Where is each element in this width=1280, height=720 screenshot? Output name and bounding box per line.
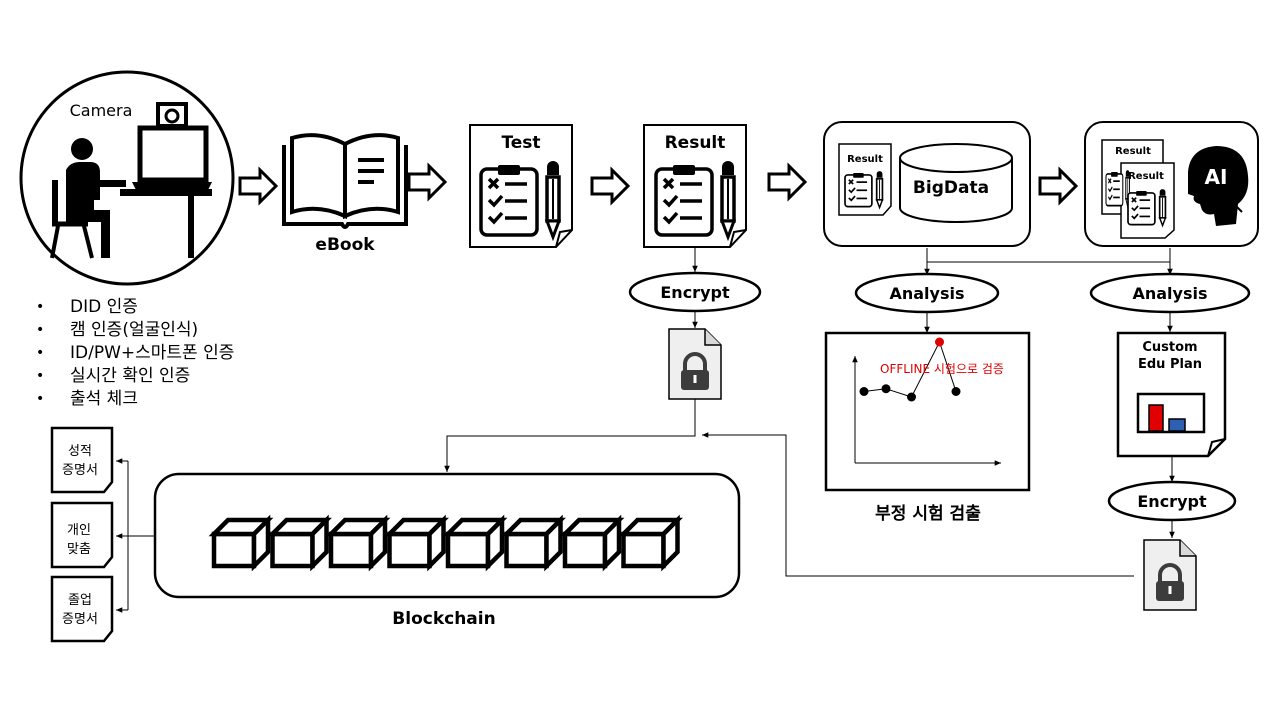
certificate-custom: [50, 501, 114, 569]
certificate-graduation: [50, 575, 114, 643]
result-document: [643, 124, 747, 248]
bigdata-result-icon: [844, 170, 884, 209]
ebook-icon: [282, 133, 408, 229]
encrypt-right-node: [1107, 480, 1237, 522]
ai-result-back-icon: [1105, 169, 1131, 208]
analysis-left-node: [854, 272, 1000, 314]
ai-head-icon: [1188, 146, 1249, 226]
custom-edu-plan-document: [1116, 331, 1227, 458]
chart-data-point: [951, 387, 961, 396]
chart-anomaly-point: [935, 337, 944, 347]
encrypt-right-label: Encrypt: [1137, 492, 1207, 511]
ai-label: AI: [1205, 165, 1228, 189]
test-document: [469, 124, 573, 248]
cert-graduation-line1: 졸업: [68, 593, 92, 608]
block-cube-icon: [448, 520, 502, 566]
encrypted-file-icon: [667, 327, 723, 401]
auth-method-item: DID 인증: [36, 296, 234, 319]
test-checklist-icon: [479, 159, 561, 239]
auth-method-item: ID/PW+스마트폰 인증: [36, 342, 234, 365]
offline-chart: [824, 331, 1031, 492]
arrow-bigdata-to-ai: [1038, 168, 1078, 204]
camera-user-illustration: Camera: [19, 70, 235, 286]
cheating-detection-caption: 부정 시험 검출: [875, 503, 981, 524]
encrypt-left-label: Encrypt: [660, 283, 730, 302]
blockchain-label: Blockchain: [392, 609, 495, 629]
block-cube-icon: [273, 520, 327, 566]
custom-plan-line1: Custom: [1142, 340, 1197, 355]
cert-graduation-line2: 증명서: [62, 612, 98, 627]
cert-grade-line1: 성적: [68, 444, 92, 459]
encrypted-plan-file-icon: [1142, 538, 1198, 612]
chart-data-point: [859, 387, 869, 396]
certificate-grade: [50, 426, 114, 494]
chart-data-point: [881, 384, 891, 394]
analysis-right-label: Analysis: [1132, 284, 1207, 303]
arrow-camera-to-ebook: [238, 168, 278, 204]
connector-lines: [116, 248, 1175, 613]
ai-result-back-label: Result: [1115, 146, 1151, 157]
database-icon: [899, 143, 1013, 223]
result-label: Result: [665, 133, 726, 153]
auth-method-item: 실시간 확인 인증: [36, 365, 234, 388]
ebook-label: eBook: [315, 235, 375, 255]
block-cube-icon: [390, 520, 444, 566]
ai-result-front-icon: [1127, 188, 1167, 227]
block-cube-icon: [214, 520, 268, 566]
cert-custom-line1: 개인: [67, 523, 91, 538]
ai-box: [1084, 121, 1259, 247]
ai-result-front-label: Result: [1128, 171, 1164, 182]
blockchain: [153, 472, 741, 599]
person-at-desk-icon: [50, 102, 212, 259]
camera-label: Camera: [70, 101, 133, 120]
offline-annotation: OFFLINE 시험으로 검증: [880, 362, 1004, 376]
custom-plan-line2: Edu Plan: [1138, 357, 1202, 372]
chart-data-point: [907, 392, 916, 402]
result-checklist-icon: [654, 159, 736, 239]
bigdata-result-label: Result: [847, 154, 883, 165]
block-cube-icon: [331, 520, 385, 566]
encrypt-left-node: [628, 271, 762, 313]
block-cube-icon: [624, 520, 678, 566]
block-cube-icon: [565, 520, 619, 566]
analysis-left-label: Analysis: [889, 284, 964, 303]
cert-custom-line2: 맞춤: [67, 542, 91, 557]
cert-grade-line2: 증명서: [62, 463, 98, 478]
arrow-test-to-result: [590, 168, 630, 204]
test-label: Test: [501, 133, 540, 153]
arrow-ebook-to-test: [407, 164, 447, 200]
analysis-right-node: [1089, 272, 1251, 314]
arrow-result-to-bigdata: [767, 164, 807, 200]
auth-method-item: 출석 체크: [36, 388, 234, 411]
bigdata-box: [823, 121, 1031, 247]
bigdata-label: BigData: [913, 178, 989, 198]
blockchain-blocks: [214, 520, 678, 566]
auth-methods-list: DID 인증 캠 인증(얼굴인식) ID/PW+스마트폰 인증 실시간 확인 인…: [36, 296, 234, 411]
auth-method-item: 캠 인증(얼굴인식): [36, 319, 234, 342]
block-cube-icon: [507, 520, 561, 566]
